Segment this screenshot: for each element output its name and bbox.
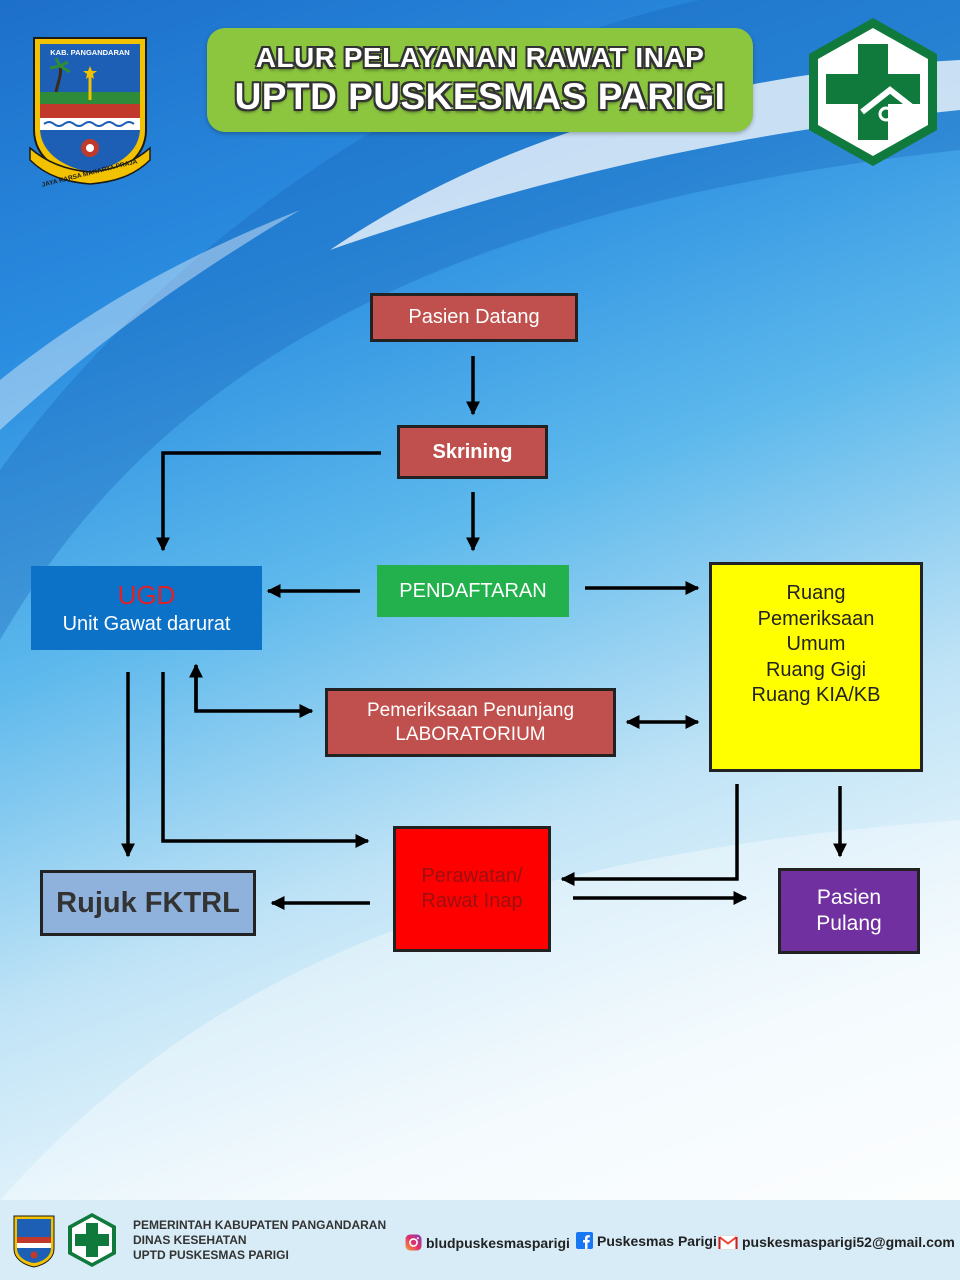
footer-org-line-2: DINAS KESEHATAN [133,1233,247,1247]
arrow-skrining-to-ugd [156,451,381,552]
ruang-line-2: Pemeriksaan [757,607,875,630]
ruang-line-4: Ruang Gigi [765,658,867,681]
node-pasien-datang: Pasien Datang [370,293,578,342]
footer-instagram[interactable]: bludpuskesmasparigi [405,1234,570,1251]
node-pendaftaran-label: PENDAFTARAN [399,579,547,602]
gmail-icon [718,1234,738,1250]
logo-kab-text: KAB. PANGANDARAN [50,48,129,57]
footer-org-text: PEMERINTAH KABUPATEN PANGANDARAN DINAS K… [133,1218,386,1263]
arrow-ruang-to-perawatan [560,784,739,886]
node-pendaftaran: PENDAFTARAN [377,565,569,617]
node-perawatan-rawat-inap: Perawatan/ Rawat Inap [393,826,551,952]
node-pasien-pulang: Pasien Pulang [778,868,920,954]
footer-email-address: puskesmasparigi52@gmail.com [742,1234,955,1250]
footer-email[interactable]: puskesmasparigi52@gmail.com [718,1234,955,1250]
footer-puskesmas-logo [68,1213,116,1267]
node-rujuk-label: Rujuk FKTRL [56,886,240,919]
title-banner: ALUR PELAYANAN RAWAT INAP UPTD PUSKESMAS… [207,28,753,132]
node-pasien-datang-label: Pasien Datang [408,306,540,328]
instagram-icon [405,1234,422,1251]
arrow-ugd-to-perawatan [161,672,370,848]
node-ugd-subtitle: Unit Gawat darurat [62,612,231,635]
penunjang-line-2: LABORATORIUM [395,723,546,745]
node-skrining-label: Skrining [432,440,513,463]
footer-instagram-handle: bludpuskesmasparigi [426,1234,570,1251]
node-ugd-title: UGD [117,580,176,611]
ruang-line-1: Ruang [786,582,846,604]
node-pemeriksaan-penunjang: Pemeriksaan Penunjang LABORATORIUM [325,688,616,757]
footer-pangandaran-logo [13,1215,55,1268]
title-line-1: ALUR PELAYANAN RAWAT INAP [255,42,705,73]
puskesmas-logo [809,18,937,166]
footer: PEMERINTAH KABUPATEN PANGANDARAN DINAS K… [0,1200,960,1280]
perawatan-line-1: Perawatan/ [421,865,523,887]
perawatan-line-2: Rawat Inap [421,890,523,912]
ruang-line-5: Ruang KIA/KB [751,684,881,706]
title-line-2: UPTD PUSKESMAS PARIGI [234,76,726,117]
node-ugd: UGD Unit Gawat darurat [31,566,262,650]
node-skrining: Skrining [397,425,548,479]
ruang-line-3: Umum [786,633,846,655]
footer-org-line-1: PEMERINTAH KABUPATEN PANGANDARAN [133,1218,387,1232]
pulang-line-1: Pasien [816,885,882,909]
pulang-line-2: Pulang [816,912,882,935]
facebook-icon [576,1232,593,1249]
arrow-ugd-to-penunjang [194,666,314,718]
node-ruang-pemeriksaan: Ruang Pemeriksaan Umum Ruang Gigi Ruang … [709,562,923,772]
footer-facebook[interactable]: Puskesmas Parigi [576,1232,717,1249]
node-rujuk-fktrl: Rujuk FKTRL [40,870,256,936]
footer-org-line-3: UPTD PUSKESMAS PARIGI [133,1248,289,1262]
penunjang-line-1: Pemeriksaan Penunjang [366,699,575,721]
pangandaran-logo: KAB. PANGANDARAN JAYA KARSA MAKARYA PRAJ… [29,37,151,188]
footer-facebook-name: Puskesmas Parigi [597,1232,717,1249]
